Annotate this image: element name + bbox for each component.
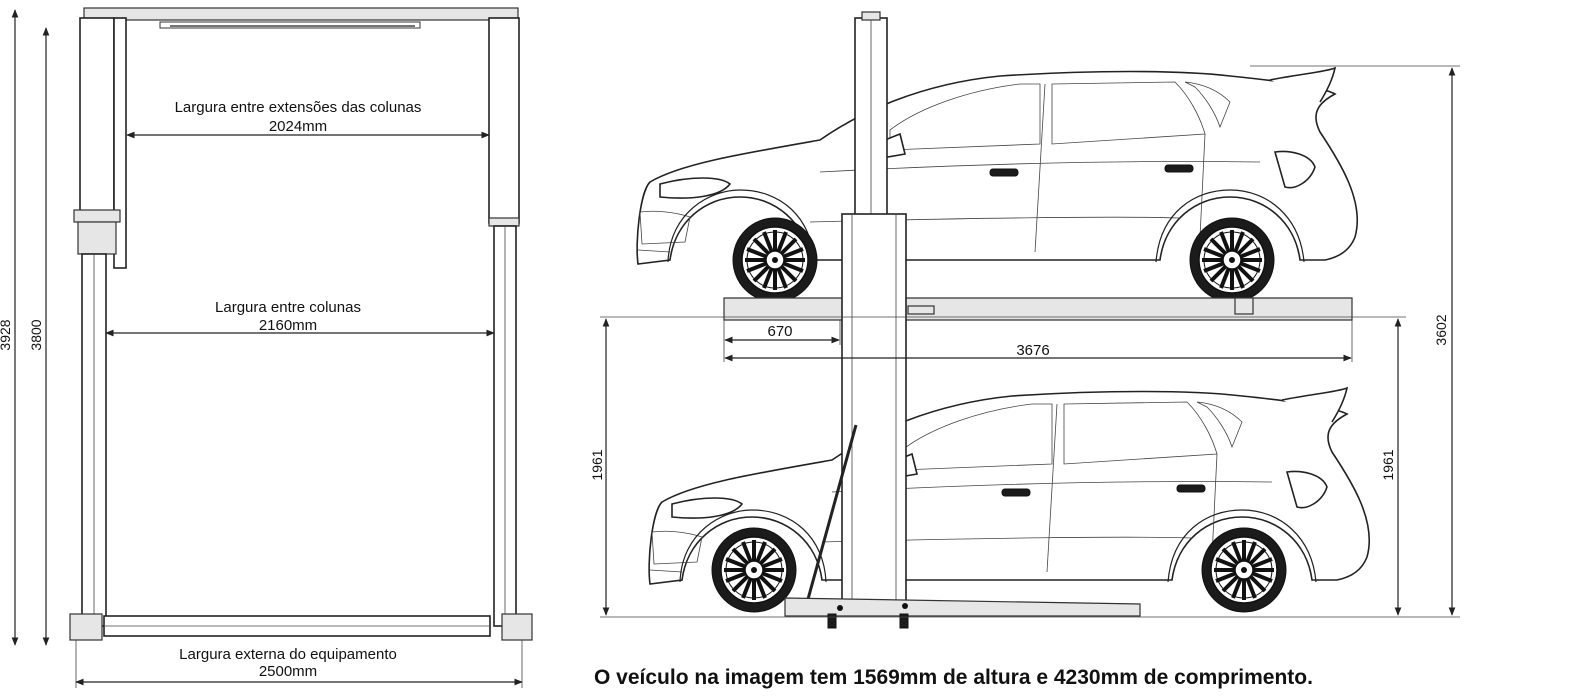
external-width-label: Largura externa do equipamento	[179, 646, 397, 663]
column-extension-value: 2024mm	[269, 118, 327, 135]
side-total-height-value: 3602	[1433, 314, 1449, 345]
column-height-value: 3800	[28, 319, 44, 350]
side-view: 670 3676 1961 1961 3602	[589, 11, 1460, 629]
column-gap-label: Largura entre colunas	[215, 299, 361, 316]
lower-clearance-right-value: 1961	[1380, 449, 1396, 480]
platform-length-dim-value: 3676	[1016, 342, 1049, 359]
vehicle-caption: O veículo na imagem tem 1569mm de altura…	[594, 666, 1313, 689]
lower-car	[648, 387, 1371, 614]
right-column-upper	[488, 17, 520, 224]
left-column-upper	[79, 17, 115, 214]
offset-dim-value: 670	[767, 323, 792, 340]
base-ramp	[784, 597, 1141, 617]
external-width-value: 2500mm	[259, 663, 317, 680]
total-height-value: 3928	[0, 319, 13, 350]
column-extension-label: Largura entre extensões das colunas	[175, 99, 422, 116]
lower-clearance-left-value: 1961	[589, 449, 605, 480]
front-view: 3928 3800 Largura entre extensões das co…	[0, 7, 533, 688]
upper-car	[636, 67, 1359, 304]
top-beam	[83, 7, 519, 21]
column-gap-value: 2160mm	[259, 317, 317, 334]
